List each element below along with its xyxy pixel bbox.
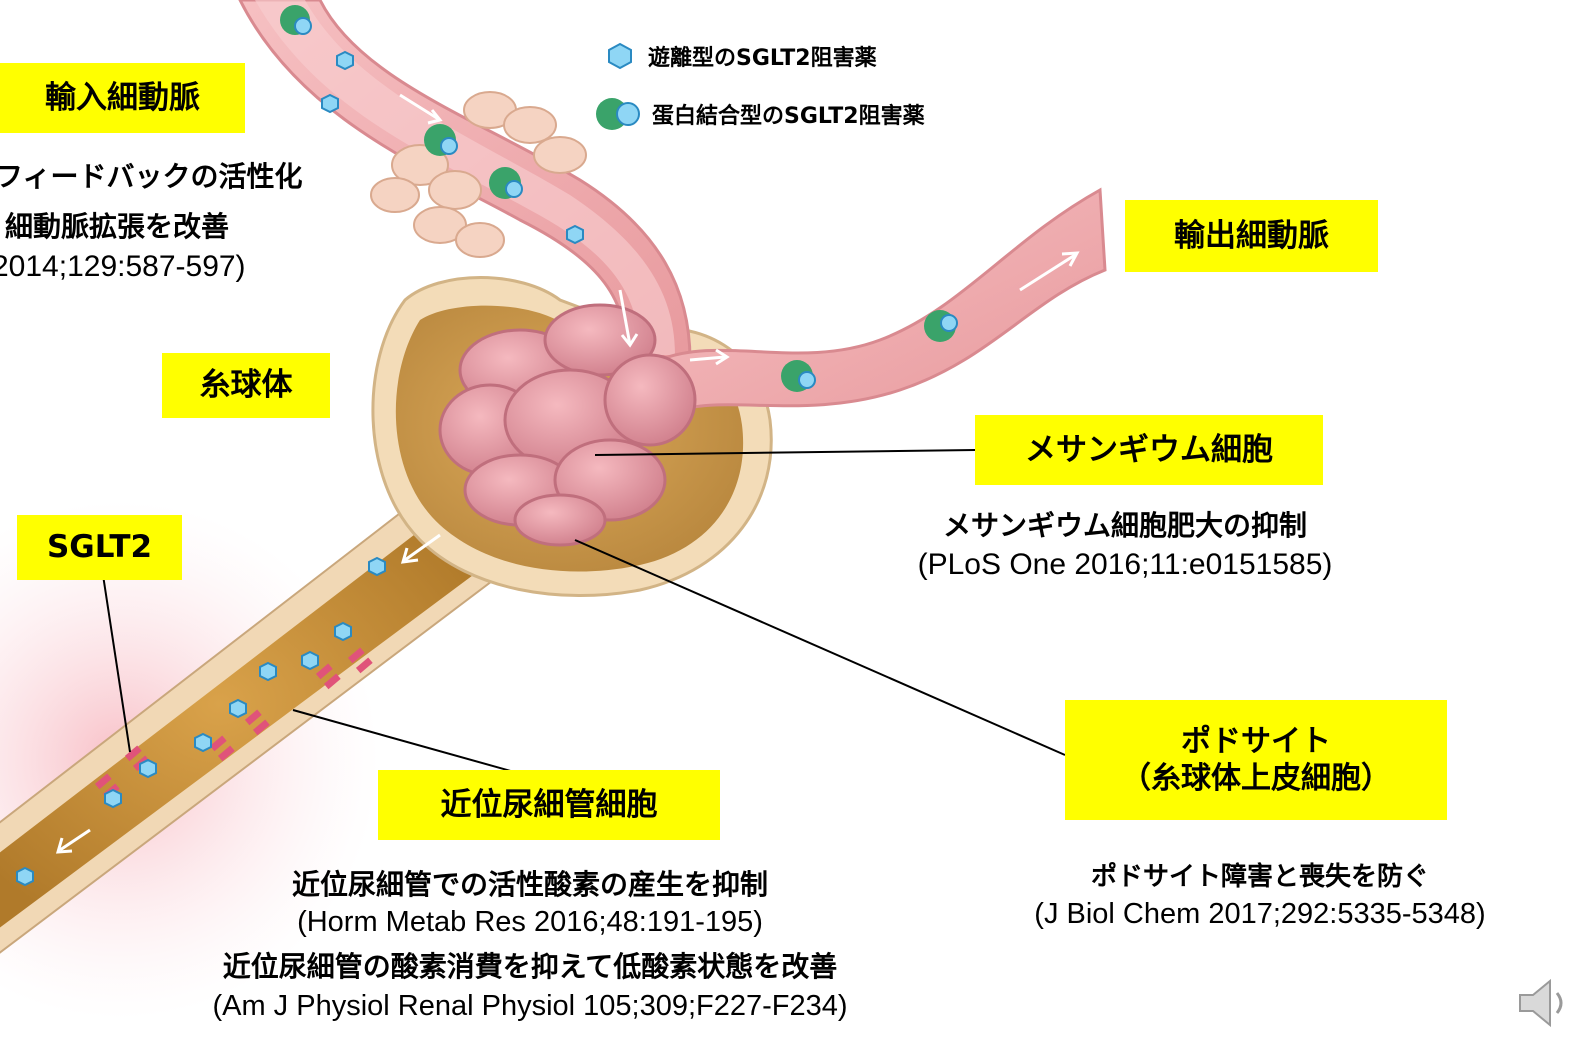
label-proximal-tubule-cell: 近位尿細管細胞: [378, 770, 720, 840]
note-proximal-hypoxia-citation: (Am J Physiol Renal Physiol 105;309;F227…: [100, 990, 960, 1023]
note-mesangial-citation: (PLoS One 2016;11:e0151585): [860, 548, 1390, 582]
note-mesangial: メサンギウム細胞肥大の抑制: [870, 504, 1380, 544]
label-podocyte: ポドサイト （糸球体上皮細胞）: [1065, 700, 1447, 820]
bound-drug-icon: [592, 96, 644, 132]
legend-free-drug-label: 遊離型のSGLT2阻害薬: [648, 40, 877, 72]
speaker-icon[interactable]: [1515, 973, 1570, 1033]
label-mesangial-cell: メサンギウム細胞: [975, 415, 1323, 485]
free-drug-icon: [606, 42, 634, 70]
label-afferent-arteriole: 輸入細動脈: [0, 63, 245, 133]
label-efferent-arteriole: 輸出細動脈: [1125, 200, 1378, 272]
note-afferent-line1: フィードバックの活性化: [0, 155, 302, 195]
label-glomerulus: 糸球体: [162, 353, 330, 418]
note-proximal-ros-citation: (Horm Metab Res 2016;48:191-195): [160, 906, 900, 939]
note-afferent-line2: 細動脈拡張を改善: [5, 205, 229, 245]
legend-bound-drug-label: 蛋白結合型のSGLT2阻害薬: [652, 98, 925, 130]
efferent-arteriole: [660, 190, 1105, 410]
label-podocyte-line2: （糸球体上皮細胞）: [1065, 760, 1447, 798]
note-podocyte-citation: (J Biol Chem 2017;292:5335-5348): [960, 898, 1560, 931]
legend-bound-drug: 蛋白結合型のSGLT2阻害薬: [592, 96, 925, 132]
legend-free-drug: 遊離型のSGLT2阻害薬: [606, 40, 877, 72]
note-proximal-hypoxia: 近位尿細管の酸素消費を抑えて低酸素状態を改善: [110, 945, 950, 985]
note-proximal-ros: 近位尿細管での活性酸素の産生を抑制: [160, 863, 900, 903]
note-afferent-citation: 2014;129:587-597): [0, 250, 246, 284]
note-podocyte: ポドサイト障害と喪失を防ぐ: [1000, 856, 1520, 893]
label-sglt2: SGLT2: [17, 515, 182, 580]
label-podocyte-line1: ポドサイト: [1065, 723, 1447, 761]
